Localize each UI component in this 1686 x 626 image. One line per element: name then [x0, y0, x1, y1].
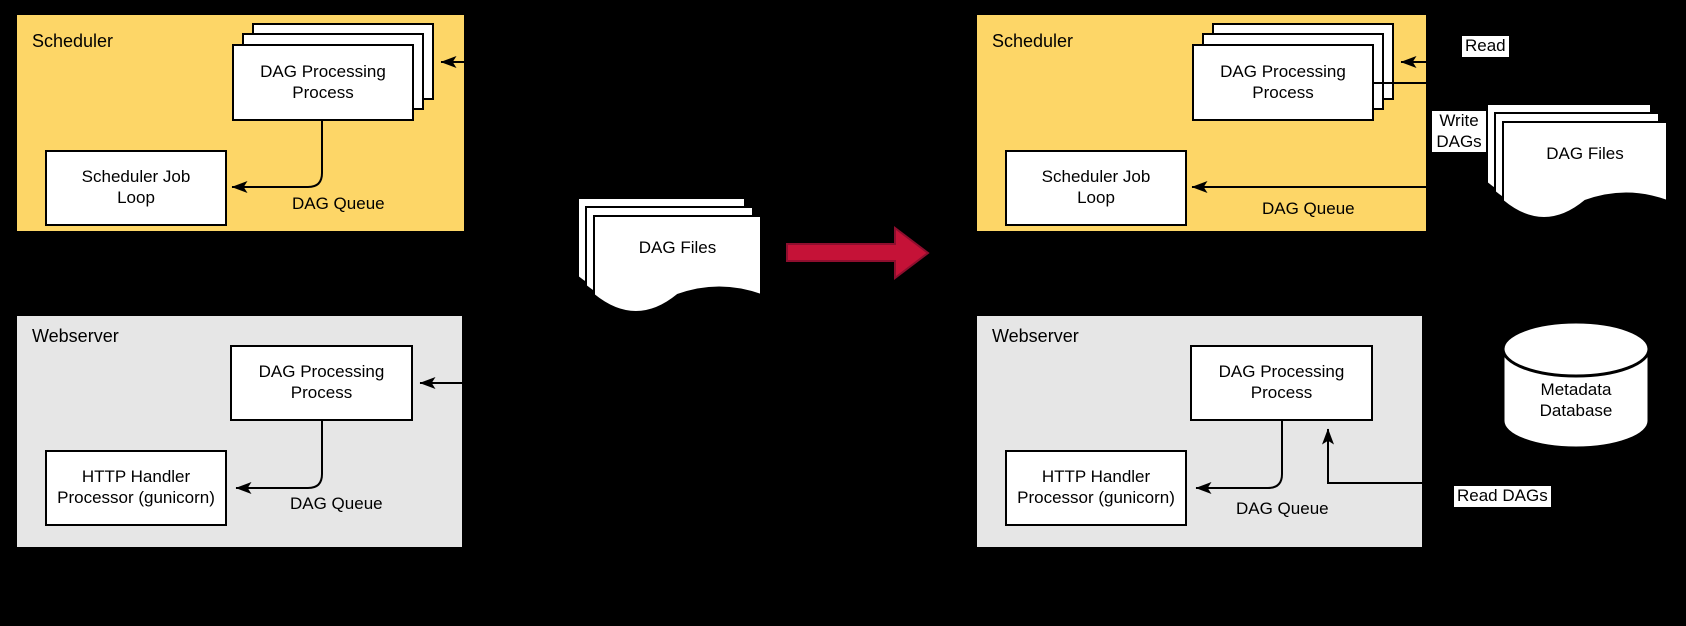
- connector-write-dags-to-db: [1374, 82, 1500, 355]
- read-label-chip: Read: [1462, 36, 1509, 57]
- scheduler-title-left: Scheduler: [32, 31, 114, 51]
- write-dags-label-chip: Write DAGs: [1432, 111, 1486, 153]
- dag-queue-label-right-webserver: DAG Queue: [1236, 499, 1329, 518]
- dag-queue-label-left-scheduler: DAG Queue: [292, 194, 385, 213]
- dag-processing-stack-left-scheduler: [232, 23, 434, 121]
- document-front: [593, 215, 762, 313]
- scheduler-job-loop-box-left: [45, 150, 227, 226]
- dag-processing-label-right-webserver: DAG Processing Process: [1218, 362, 1345, 402]
- metadata-database-cylinder: [1501, 320, 1651, 450]
- stack-card-front: [1192, 44, 1374, 121]
- dag-files-stack-center: [577, 197, 762, 313]
- http-handler-box-right: [1005, 450, 1187, 526]
- dag-processing-stack-right-scheduler: [1192, 23, 1394, 121]
- scheduler-job-loop-label-left: Scheduler Job Loop: [81, 167, 191, 207]
- http-handler-label-right: HTTP Handler Processor (gunicorn): [1017, 467, 1175, 507]
- metadata-database-label: Metadata Database: [1539, 380, 1613, 420]
- dag-files-label-right: DAG Files: [1546, 143, 1624, 163]
- scheduler-job-loop-box-right: [1005, 150, 1187, 226]
- dag-processing-label-left-webserver: DAG Processing Process: [258, 362, 385, 402]
- http-handler-label-left: HTTP Handler Processor (gunicorn): [57, 467, 215, 507]
- dag-processing-box-right-webserver: [1190, 345, 1373, 421]
- document-front: [1502, 121, 1668, 219]
- scheduler-job-loop-label-right: Scheduler Job Loop: [1041, 167, 1151, 207]
- http-handler-box-left: [45, 450, 227, 526]
- dag-files-stack-right: [1486, 103, 1668, 219]
- connector-dag-queue-left-scheduler: [231, 120, 323, 193]
- read-dags-label-chip: Read DAGs: [1454, 486, 1551, 507]
- red-transition-arrow: [786, 225, 930, 281]
- dag-queue-label-right-scheduler: DAG Queue: [1262, 199, 1355, 218]
- dag-processing-label-left-scheduler: DAG Processing Process: [260, 61, 386, 102]
- webserver-title-left: Webserver: [32, 326, 119, 346]
- webserver-title-right: Webserver: [992, 326, 1079, 346]
- dag-processing-label-right-scheduler: DAG Processing Process: [1220, 61, 1346, 102]
- dag-queue-label-left-webserver: DAG Queue: [290, 494, 383, 513]
- scheduler-title-right: Scheduler: [992, 31, 1074, 51]
- connector-dag-queue-right-webserver: [1195, 420, 1283, 494]
- connector-dag-queue-left-webserver: [235, 420, 323, 494]
- connector-read-dags-db-to-webserver: [1322, 428, 1577, 484]
- dag-files-label-center: DAG Files: [638, 237, 717, 257]
